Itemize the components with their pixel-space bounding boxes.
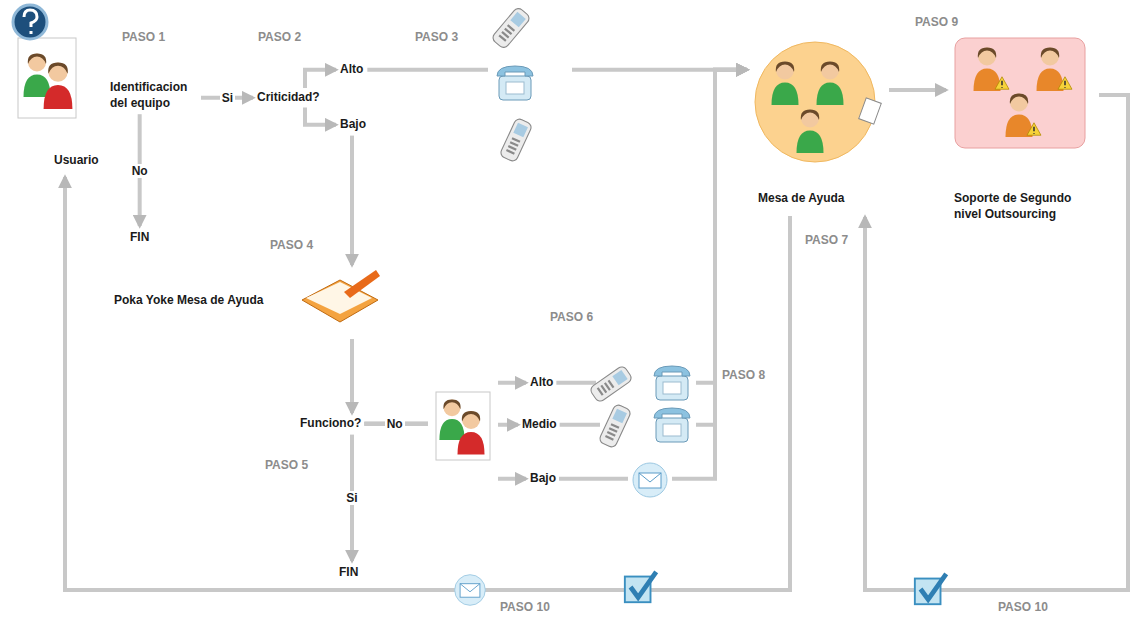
icon-shape bbox=[455, 575, 486, 606]
step-number: PASO 10 bbox=[998, 600, 1048, 614]
process-node: Poka Yoke Mesa de Ayuda bbox=[110, 268, 389, 336]
node-text: Bajo bbox=[530, 471, 556, 487]
icon-shape bbox=[497, 66, 533, 100]
flow-arrow bbox=[889, 88, 946, 92]
icon-shape bbox=[13, 5, 47, 39]
node-text: Mesa de Ayuda bbox=[758, 191, 886, 207]
priority-text: Medio bbox=[522, 417, 557, 433]
icon-shape bbox=[995, 77, 1009, 89]
icon-shape bbox=[24, 10, 37, 34]
user-icon bbox=[13, 5, 76, 118]
step-number: PASO 5 bbox=[265, 458, 308, 472]
icon-shape bbox=[344, 270, 380, 298]
icon-shape bbox=[598, 403, 632, 448]
icon-shape bbox=[491, 6, 531, 49]
step-number: PASO 9 bbox=[915, 15, 958, 29]
node-text: Medio bbox=[522, 417, 557, 433]
node-text: Criticidad? bbox=[257, 90, 320, 106]
icon-shape bbox=[974, 48, 1001, 92]
flow-arrow bbox=[350, 136, 354, 265]
step-number: PASO 8 bbox=[722, 368, 765, 382]
icon-shape bbox=[797, 110, 824, 154]
icon-shape bbox=[302, 280, 378, 322]
decision-text: Criticidad? bbox=[257, 90, 320, 106]
node-text: FIN bbox=[130, 230, 149, 246]
icon-shape bbox=[458, 411, 485, 455]
node-text: FIN bbox=[339, 565, 358, 581]
priority-text: Bajo bbox=[530, 471, 556, 487]
support-node: Soporte de Segundo nivel Outsourcing bbox=[950, 35, 1096, 227]
icon-shape bbox=[1058, 77, 1072, 89]
flow-arrow bbox=[865, 95, 1128, 590]
icon-shape bbox=[44, 63, 73, 109]
helpdesk-icon bbox=[755, 42, 881, 162]
edge-label: No bbox=[130, 164, 150, 178]
step-number: PASO 1 bbox=[122, 30, 165, 44]
icon-shape bbox=[1006, 94, 1033, 138]
flow-arrow bbox=[556, 70, 747, 383]
icon-shape bbox=[589, 365, 633, 403]
node-text: Bajo bbox=[340, 117, 366, 133]
flow-arrow bbox=[305, 108, 336, 125]
actor-node: Usuario bbox=[8, 5, 112, 173]
node-text: Usuario bbox=[54, 153, 112, 169]
flow-arrow bbox=[559, 70, 747, 479]
helpdesk-node: Mesa de Ayuda bbox=[750, 28, 886, 213]
icon-shape bbox=[1027, 123, 1041, 135]
flow-arrow bbox=[560, 70, 747, 425]
end-text: FIN bbox=[339, 565, 358, 581]
node-text: Soporte de Segundo nivel Outsourcing bbox=[954, 191, 1096, 222]
contact-icons bbox=[589, 365, 690, 497]
icon-shape bbox=[436, 392, 490, 460]
edge-label: No bbox=[385, 417, 405, 431]
book-icon bbox=[302, 270, 380, 322]
node-text: Funciono? bbox=[300, 416, 361, 432]
icon-shape bbox=[654, 408, 690, 442]
priority-text: Alto bbox=[530, 375, 553, 391]
priority-text: Alto bbox=[340, 62, 363, 78]
icon-shape bbox=[772, 62, 799, 106]
user-icon bbox=[436, 392, 490, 460]
decision-text: Funciono? bbox=[300, 416, 361, 432]
node-text: Alto bbox=[530, 375, 553, 391]
end-text: FIN bbox=[130, 230, 149, 246]
node-text: Poka Yoke Mesa de Ayuda bbox=[114, 293, 389, 309]
flow-arrow bbox=[65, 177, 790, 590]
icon-shape bbox=[625, 572, 656, 602]
icon-shape bbox=[439, 399, 464, 440]
edge-label: Si bbox=[220, 91, 235, 105]
icon-shape bbox=[755, 42, 875, 162]
edge-label: Si bbox=[344, 491, 359, 505]
icon-shape bbox=[859, 98, 882, 124]
icon-shape bbox=[18, 38, 76, 118]
flow-arrow bbox=[367, 68, 747, 72]
icon-shape bbox=[817, 62, 844, 106]
step-number: PASO 4 bbox=[270, 238, 313, 252]
icon-shape bbox=[955, 38, 1085, 148]
flow-arrow bbox=[350, 339, 354, 413]
flow-arrow bbox=[305, 70, 336, 88]
step-text: Identificacion del equipo bbox=[110, 80, 198, 111]
support-icon bbox=[955, 38, 1085, 148]
icon-shape bbox=[654, 366, 690, 400]
icon-shape bbox=[499, 117, 533, 162]
node-text: Identificacion del equipo bbox=[110, 80, 198, 111]
step-number: PASO 2 bbox=[258, 30, 301, 44]
step-number: PASO 6 bbox=[550, 310, 593, 324]
node-text: Alto bbox=[340, 62, 363, 78]
priority-text: Bajo bbox=[340, 117, 366, 133]
step-number: PASO 10 bbox=[500, 600, 550, 614]
icon-shape bbox=[24, 54, 51, 98]
step-number: PASO 3 bbox=[415, 30, 458, 44]
icon-shape bbox=[915, 574, 946, 604]
icon-shape bbox=[1037, 48, 1064, 92]
icon-shape bbox=[633, 463, 667, 497]
phone-icons bbox=[491, 6, 533, 162]
step-number: PASO 7 bbox=[805, 233, 848, 247]
